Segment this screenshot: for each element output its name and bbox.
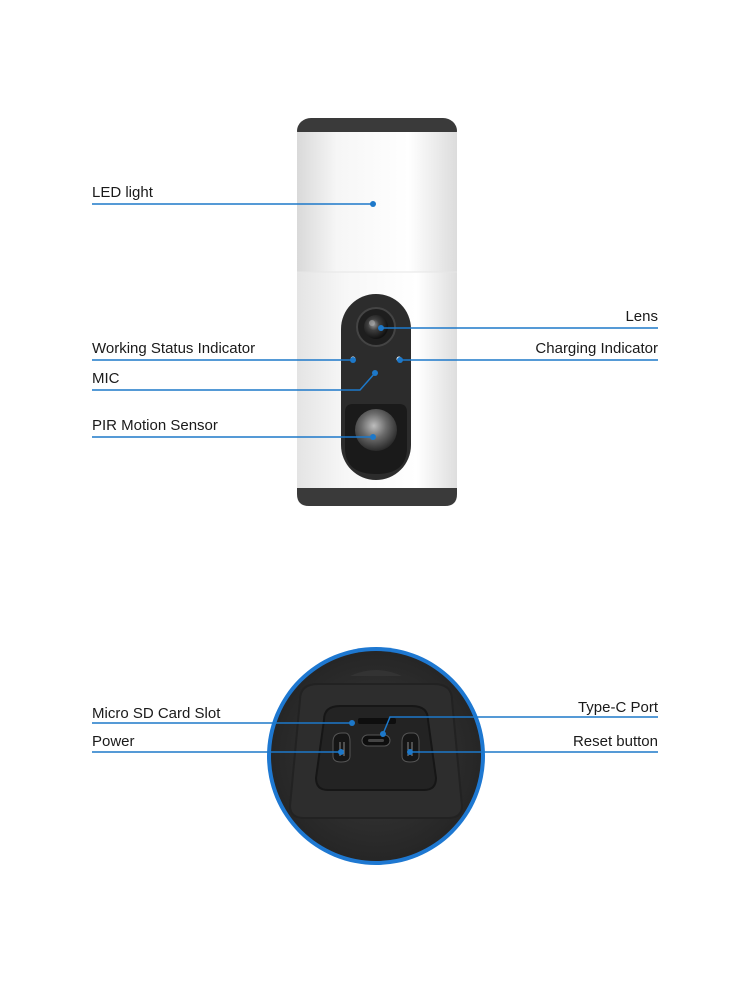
label-charging-indicator: Charging Indicator	[535, 340, 658, 357]
label-mic: MIC	[92, 370, 120, 387]
reset-button	[401, 732, 420, 763]
power-button	[332, 732, 351, 763]
lens-glass	[364, 315, 388, 339]
bottom-cap	[297, 488, 457, 506]
camera-front-view	[297, 118, 457, 506]
bottom-bump	[350, 670, 402, 676]
leader-dots	[338, 201, 413, 755]
leader-type-c	[382, 716, 658, 735]
sd-slot	[358, 718, 396, 724]
label-micro-sd-card-slot: Micro SD Card Slot	[92, 705, 221, 722]
label-type-c-port: Type-C Port	[577, 699, 658, 716]
pir-dome	[355, 409, 397, 451]
label-led-light: LED light	[92, 184, 153, 201]
label-reset-button: Reset button	[572, 733, 658, 750]
label-pir-motion-sensor: PIR Motion Sensor	[92, 417, 218, 434]
camera-bottom-view	[267, 647, 485, 865]
label-power: Power	[92, 733, 135, 750]
label-lens: Lens	[625, 308, 658, 325]
leader-mic	[92, 372, 376, 391]
label-working-status-indicator: Working Status Indicator	[92, 340, 256, 357]
port-cover-inner	[314, 705, 438, 791]
led-diffuser	[297, 132, 457, 272]
leader-lines	[92, 203, 658, 753]
